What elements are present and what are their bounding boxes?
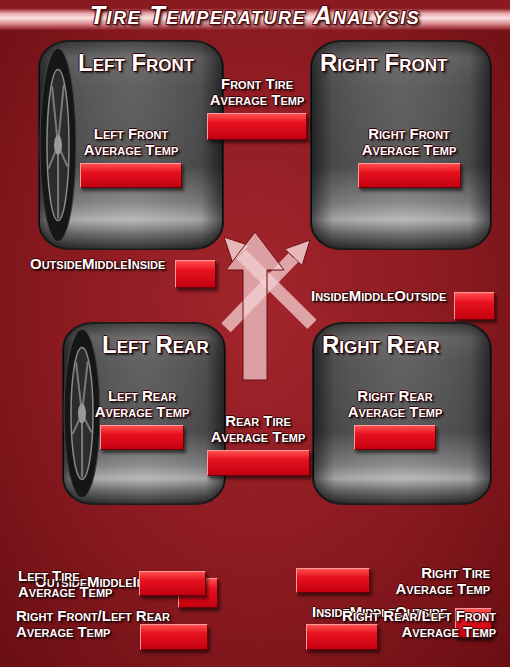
tire-shading [313, 323, 491, 504]
entry-box [296, 568, 370, 593]
entry-box [454, 292, 495, 320]
entry-box [140, 624, 208, 650]
field-label: Left Rear Average Temp [90, 388, 194, 420]
wheel-rim [47, 69, 69, 220]
wheel-rim [71, 348, 93, 480]
tire-name: Left Rear [102, 332, 209, 358]
average-temp-field: Rear Tire Average Temp [198, 413, 318, 476]
temperature-readings-field: InsideMiddleOutside [297, 288, 495, 320]
wheel-hub [78, 404, 86, 424]
average-temp-field: Right Tire Average Temp [296, 565, 490, 597]
wheel-hub [54, 135, 62, 155]
entry-box [139, 571, 206, 596]
column-label: Inside [128, 256, 166, 288]
entry-box [100, 425, 184, 450]
label-row: OutsideMiddleInside [20, 256, 175, 288]
temperature-readings-field: OutsideMiddleInside [20, 256, 216, 288]
average-temp-field: Right Front/Left Rear Average Temp [16, 608, 208, 650]
entry-box [80, 163, 182, 188]
average-temp-field: Right Front Average Temp [346, 126, 472, 188]
average-temp-field: Right Rear/Left Front Average Temp [306, 608, 496, 650]
tire-sidewall [64, 329, 100, 497]
field-label: Right Tire Average Temp [378, 565, 490, 597]
tire-node: Left FrontLeft Front Average Temp [38, 40, 224, 250]
entry-box [306, 624, 378, 650]
tire-tread [313, 323, 491, 504]
tire-shading [63, 323, 225, 504]
column-label: Outside [30, 256, 82, 288]
average-temp-field: Left Rear Average Temp [82, 388, 202, 450]
field-label: Right Front Average Temp [357, 126, 461, 158]
tire-node: Right FrontRight Front Average Temp [310, 40, 492, 250]
column-label: Outside [394, 288, 446, 320]
wheel-spoke [57, 145, 59, 218]
average-temp-field: Left Tire Average Temp [18, 568, 206, 600]
forward-arrow [226, 232, 284, 380]
tire-node: Left RearLeft Rear Average Temp [62, 322, 226, 505]
tire-tread [39, 41, 223, 249]
tire-tread [63, 323, 225, 504]
field-label: Front Tire Average Temp [205, 76, 309, 108]
entry-box [354, 425, 436, 450]
page-title: Tire Temperature Analysis [0, 0, 510, 30]
column-label: Middle [349, 288, 395, 320]
entry-box [207, 450, 310, 476]
tire-name: Right Front [320, 50, 447, 76]
label-row: InsideMiddleOutside [297, 288, 454, 320]
entry-box [358, 163, 461, 188]
average-temp-field: Front Tire Average Temp [196, 76, 318, 140]
tire-shading [311, 41, 491, 249]
tire-sidewall [40, 48, 76, 241]
entry-box [207, 113, 307, 140]
tire-node: Right RearRight Rear Average Temp [312, 322, 492, 505]
tire-shading [39, 41, 223, 249]
field-label: Right Rear Average Temp [343, 388, 447, 420]
entry-box [175, 260, 216, 288]
field-label: Left Front Average Temp [79, 126, 183, 158]
field-label: Left Tire Average Temp [18, 568, 130, 600]
title-band: Tire Temperature Analysis [0, 0, 510, 30]
field-label: Right Rear/Left Front Average Temp [306, 608, 496, 640]
average-temp-field: Right Rear Average Temp [332, 388, 458, 450]
tire-name: Right Rear [322, 332, 440, 358]
field-label: Rear Tire Average Temp [206, 413, 310, 445]
column-label: Inside [311, 288, 349, 320]
column-label: Middle [82, 256, 128, 288]
field-label: Right Front/Left Rear Average Temp [16, 608, 208, 640]
average-temp-field: Left Front Average Temp [68, 126, 194, 188]
tire-tread [311, 41, 491, 249]
tire-name: Left Front [78, 50, 194, 76]
